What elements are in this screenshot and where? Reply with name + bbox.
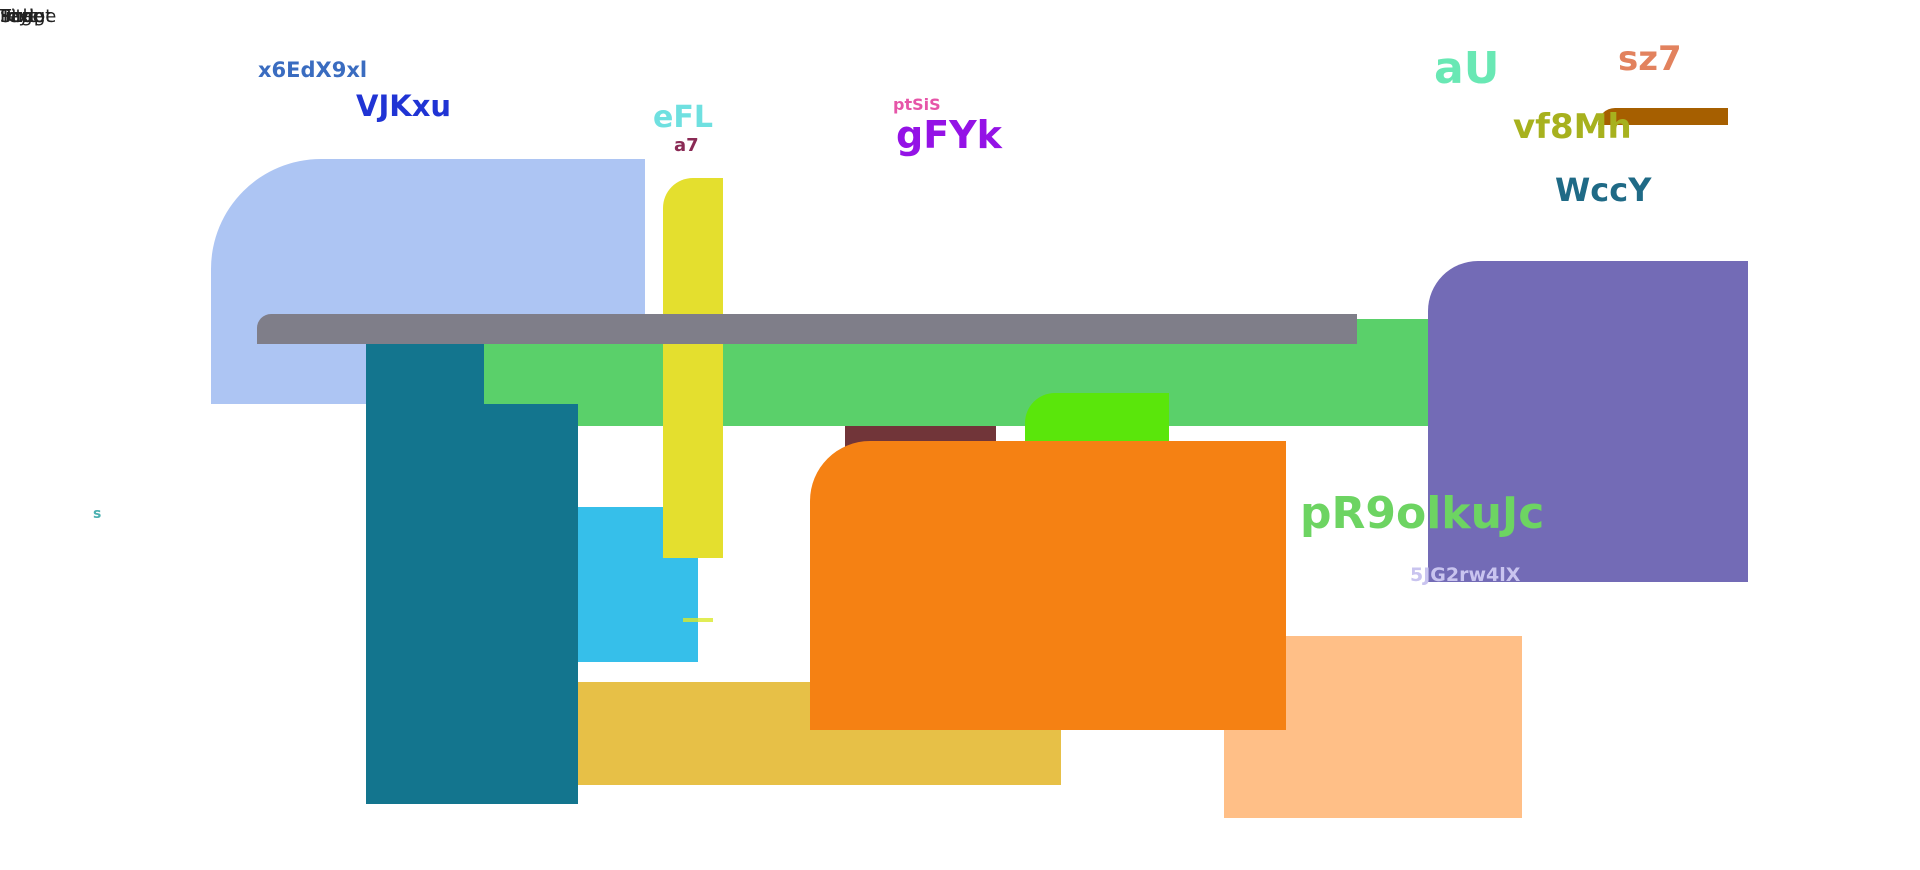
header-word: Title — [0, 6, 39, 27]
header-word: Page — [0, 6, 44, 27]
header-word: Style — [0, 6, 46, 27]
label-gFYk: gFYk — [896, 113, 1002, 157]
label-5JG2rw4lX: 5JG2rw4lX — [1410, 564, 1521, 586]
tiny-yellow-mark — [683, 618, 713, 622]
label-WccY: WccY — [1555, 171, 1652, 209]
teal-column — [366, 404, 578, 804]
label-sz7: sz7 — [1618, 39, 1682, 79]
header-word: Script — [0, 6, 53, 27]
label-ptSiS: ptSiS — [893, 95, 941, 114]
teal-column-upper — [366, 340, 484, 404]
label-pR9olkuJc: pR9olkuJc — [1300, 488, 1545, 539]
header-word: Image — [0, 6, 57, 27]
purple-panel — [1428, 261, 1748, 582]
brown-bar — [1598, 108, 1728, 125]
label-a7: a7 — [674, 135, 699, 156]
label-eFL: eFL — [653, 100, 713, 135]
label-s: s — [93, 506, 102, 522]
label-VJKxu: VJKxu — [356, 89, 452, 123]
label-vf8Mh: vf8Mh — [1513, 107, 1632, 147]
header-word: Text — [0, 6, 37, 27]
lime-block — [1025, 393, 1169, 443]
label-x6EdX9xl: x6EdX9xl — [258, 58, 368, 82]
overlapped-header-text: Script Style Image Page Title Text — [0, 8, 80, 28]
orange-panel — [810, 441, 1286, 730]
gray-bar — [257, 314, 1357, 344]
label-aU: aU — [1434, 43, 1500, 94]
yellow-pill — [663, 178, 723, 558]
